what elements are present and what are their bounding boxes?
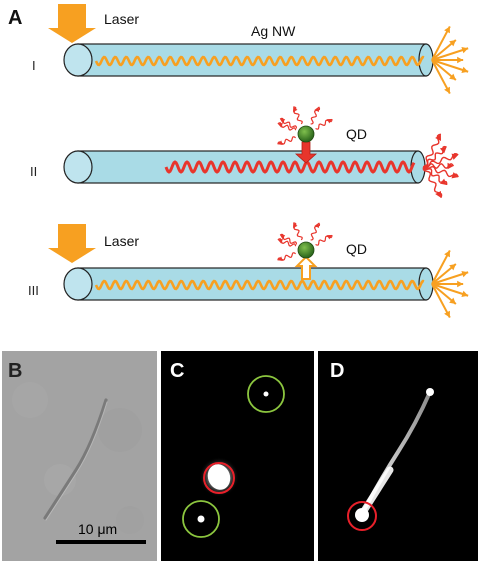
emission-ray [431,47,469,61]
panel-letter-c: C [170,360,184,382]
emission-ray-arrowhead [449,297,456,305]
emission-ray-arrowhead [435,190,441,198]
panel-letter-b: B [8,360,22,382]
qd-emission-arrowhead [280,119,286,124]
laser-arrow-iii [48,224,96,263]
qd-emission-arrowhead [277,238,283,244]
emission-burst-iii [431,249,469,319]
laser-arrow-i [48,4,96,43]
emission-ray [431,59,451,95]
row-label-i: I [32,58,36,73]
emission-burst-i [431,25,469,95]
quantum-dot-iii [297,241,315,259]
emission-ray-arrowhead [444,26,450,34]
emission-ray [431,283,469,297]
laser-label-i: Laser [104,11,139,27]
wire-end-spot-d [426,388,434,396]
coupling-arrow-ii [294,141,318,164]
micrograph-b-background [2,351,157,561]
qd-emission-arrowhead [292,106,298,112]
coupling-arrow-iii [294,255,318,280]
emission-ray [423,133,442,167]
nanowire-image-b [43,398,108,520]
nanowire-body-ii [77,150,419,184]
qd-emission-squiggles-iii [277,222,333,262]
emission-ray-arrowhead [461,46,469,54]
emission-ray-arrowhead [449,73,456,81]
panel-d: D [318,351,478,561]
emission-ray-arrowhead [457,280,464,288]
emission-ray [431,59,469,73]
qd-emission-arrowhead [277,256,283,262]
green-circle-c-lower [182,500,220,538]
emission-ray-arrowhead [451,172,459,179]
scale-bar-label: 10 μm [78,521,117,537]
qd-label-iii: QD [346,241,367,257]
qd-emission-arrowhead [314,106,320,112]
qd-label-ii: QD [346,126,367,142]
nanowire-facet-ii [63,150,93,184]
qd-spot-c-upper [263,391,269,397]
plasmon-wave-i [94,55,425,67]
nanowire-body-i [77,43,427,77]
emission-ray-arrowhead [461,270,469,278]
emission-ray [431,283,451,319]
emission-ray-arrowhead [449,39,456,47]
nanowire-facet-i [63,43,93,77]
nanowire-facet-iii [63,267,93,301]
emission-burst-ii [422,133,459,199]
emission-ray-arrowhead [449,263,456,271]
row-iii: III Laser QD [28,222,469,319]
qd-emission-arrowhead [326,235,332,240]
emission-ray [422,165,443,199]
emission-ray-arrowhead [451,153,459,160]
micrograph-c-background [161,351,314,561]
emission-ray-arrowhead [444,250,450,258]
row-label-ii: II [30,164,37,179]
emission-ray [431,249,451,285]
micrograph-b-texture [12,382,144,534]
row-i: I Laser Ag NW [32,4,469,95]
nanowire-body-iii [77,267,427,301]
quantum-dot-ii [297,125,315,143]
emission-ray-arrowhead [435,134,441,142]
qd-emission-arrowhead [277,122,283,128]
qd-emission-arrowhead [280,235,286,240]
emission-ray [431,271,469,285]
panel-c: C [161,351,314,561]
micrograph-d-background [318,351,478,561]
emission-ray-arrowhead [447,162,454,170]
qd-emission-squiggles-ii [277,106,333,146]
row-ii: II QD [30,106,459,199]
emission-ray-arrowhead [444,310,450,318]
row-label-iii: III [28,283,39,298]
emission-ray-arrowhead [439,147,447,154]
nanowire-highlight-b [45,401,108,521]
emission-ray-arrowhead [457,56,464,64]
plasmon-wave-ii [164,160,416,174]
emission-ray-arrowhead [439,178,447,185]
laser-label-iii: Laser [104,233,139,249]
panel-letter-a: A [8,7,22,29]
emission-ray-arrowhead [461,66,469,74]
qd-emission-arrowhead [326,119,332,124]
panel-a: A I Laser Ag NW II QD [8,4,469,319]
excitation-spot-d [355,508,369,522]
nanowire-label: Ag NW [251,23,296,39]
red-circle-c [203,462,235,494]
qd-emission-arrowhead [292,222,298,228]
emission-ray-arrowhead [461,290,469,298]
red-circle-d [347,501,377,531]
panel-letter-d: D [330,360,344,382]
emission-ray [431,25,451,61]
qd-emission-arrowhead [277,140,283,146]
qd-emission-arrowhead [314,222,320,228]
panel-b: B 10 μm [2,351,157,561]
emission-ray-arrowhead [444,86,450,94]
qd-spot-c-lower [197,515,205,523]
green-circle-c-upper [247,375,285,413]
plasmon-wave-iii [94,279,425,291]
